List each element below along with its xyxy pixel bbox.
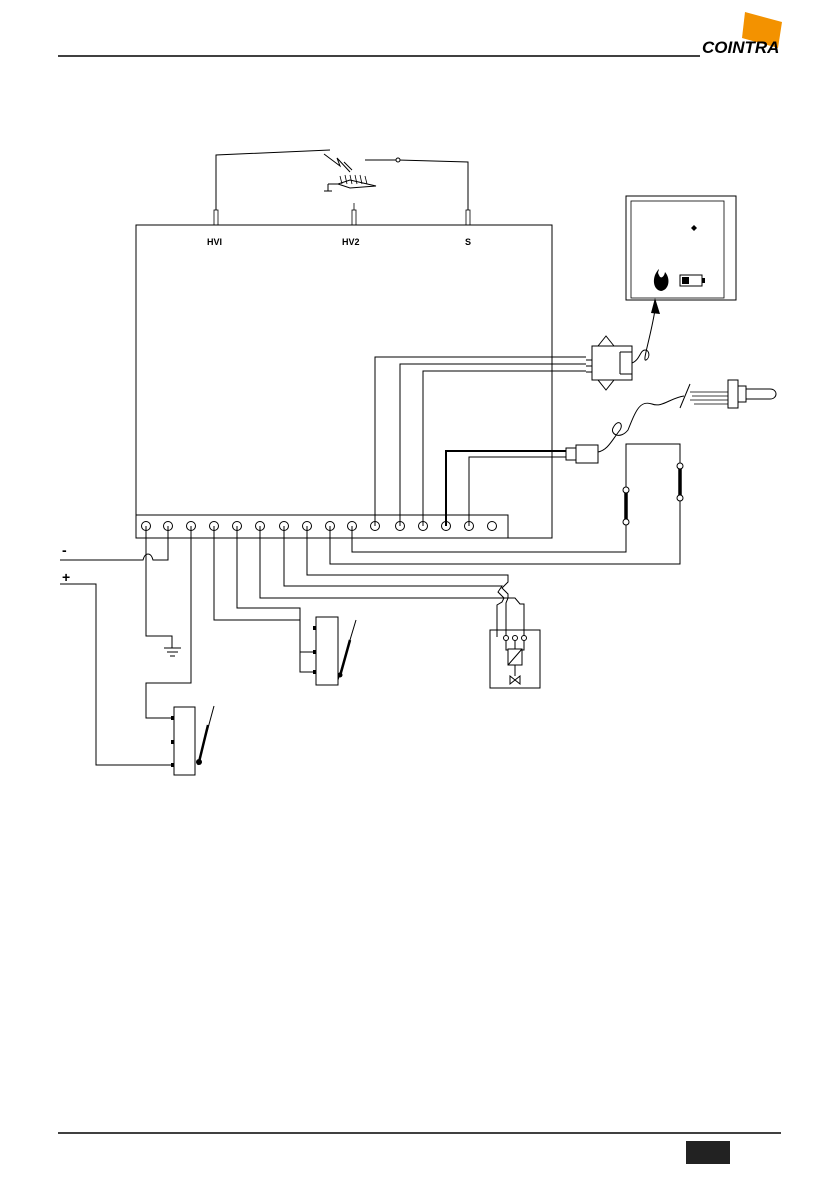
- brand-name: COINTRA: [702, 38, 779, 57]
- terminal-strip: [136, 515, 508, 538]
- main-switch-icon: [171, 706, 214, 775]
- valve-wires: [237, 526, 524, 672]
- sensor-probe-icon: [446, 380, 776, 526]
- board-top-terminals: [214, 203, 470, 225]
- terminal-screws: [142, 522, 497, 531]
- page-number-box: [686, 1141, 730, 1164]
- label-hv1: HVI: [207, 237, 222, 247]
- terminal-screw-16: [488, 522, 497, 531]
- footer: [58, 1133, 781, 1164]
- terminal-pin-s: [466, 210, 470, 225]
- connector-wires: [375, 357, 586, 526]
- indicator-dot: [691, 225, 697, 231]
- limit-switch-loop: [330, 444, 683, 564]
- power-wires: - +: [60, 526, 191, 765]
- label-s: S: [465, 237, 471, 247]
- positive-sign: +: [62, 569, 70, 585]
- solenoid-valve-icon: [490, 630, 540, 688]
- control-board: [136, 225, 552, 538]
- micro-switch-icon: [214, 526, 356, 685]
- terminal-pin-hv2: [352, 210, 356, 225]
- header: COINTRA: [58, 12, 782, 57]
- terminal-pin-hv1: [214, 210, 218, 225]
- battery-icon: [680, 275, 705, 286]
- flame-icon: [654, 269, 669, 291]
- panel-connector: [586, 298, 660, 390]
- ground-icon: [164, 648, 181, 656]
- brand-logo: COINTRA: [702, 12, 782, 57]
- spark-electrode-icon: [216, 150, 468, 212]
- negative-sign: -: [62, 542, 67, 558]
- display-panel: [626, 196, 736, 300]
- label-hv2: HV2: [342, 237, 360, 247]
